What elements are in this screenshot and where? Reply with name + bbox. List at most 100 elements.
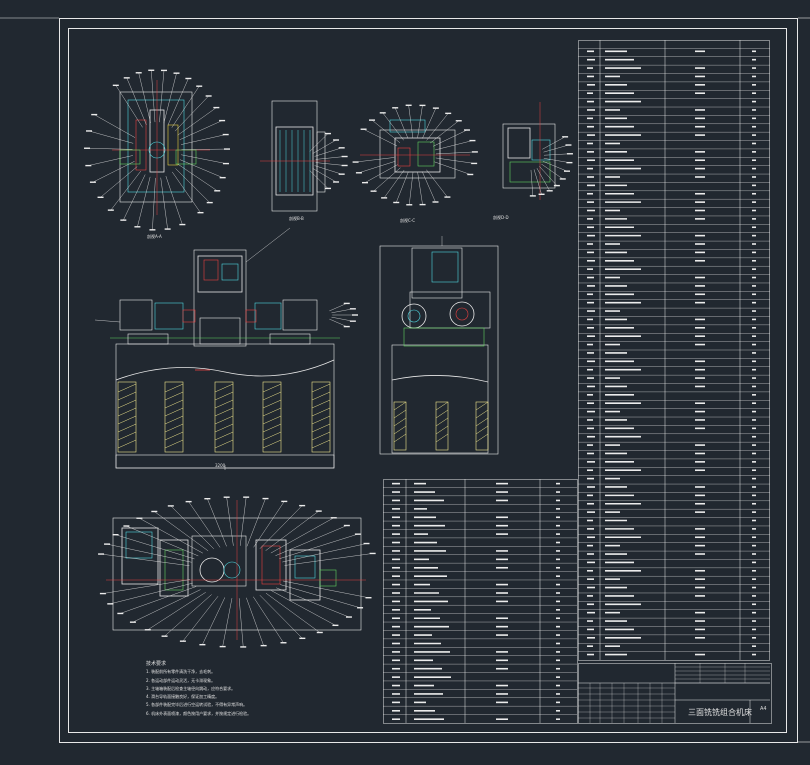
drawing-line [164, 391, 184, 401]
drawing-line [309, 133, 329, 152]
drawing-line [262, 439, 282, 449]
drawing-line [147, 592, 206, 630]
drawing-line [164, 423, 184, 433]
drawing-line [435, 433, 449, 443]
drawing-line [163, 73, 177, 124]
drawing-line [315, 162, 345, 166]
drawing-rect [119, 149, 141, 165]
drawing-rect [255, 539, 287, 591]
drawing-rect [119, 299, 153, 331]
drawing-line [282, 543, 367, 563]
drawing-rect [282, 299, 318, 331]
drawing-line [138, 72, 151, 124]
drawing-line [543, 144, 569, 153]
drawing-line [435, 140, 473, 151]
drawing-line [280, 584, 361, 608]
drawing-line [262, 407, 282, 417]
drawing-line [435, 425, 449, 435]
drawing-line [475, 409, 489, 419]
drawing-line [408, 105, 413, 138]
drawing-line [167, 78, 189, 126]
drawing-line [364, 164, 398, 183]
drawing-line [312, 168, 337, 183]
drawing-rect [125, 531, 153, 559]
drawing-line [282, 580, 369, 598]
drawing-rect [197, 255, 243, 293]
drawing-circle [449, 301, 475, 327]
drawing-line [393, 433, 407, 443]
drawing-line [396, 171, 409, 203]
drawing-rect [393, 401, 407, 451]
drawing-line [174, 95, 209, 132]
drawing-rect [193, 249, 247, 347]
drawing-line [475, 417, 489, 427]
drawing-line [207, 498, 227, 547]
drawing-line [117, 407, 137, 417]
side-view [379, 236, 499, 455]
drawing-line [262, 399, 282, 409]
bed-break-line [115, 359, 335, 381]
drawing-line [382, 112, 404, 141]
drawing-line [180, 134, 226, 145]
note-line: 3. 主轴箱装配后检查主轴径向跳动，应符合要求。 [146, 685, 236, 691]
drawing-line [123, 174, 146, 221]
drawing-rect [475, 401, 489, 451]
drawing-line [214, 391, 234, 401]
section-label-b: 剖视B-B [289, 216, 304, 221]
drawing-rect [507, 127, 531, 159]
drawing-circle [407, 309, 421, 323]
drawing-rect [509, 161, 551, 183]
drawing-rect [245, 309, 257, 323]
note-line: 5. 各部件装配完毕后进行空运转试验，不得有异常声响。 [146, 702, 248, 708]
drawing-circle [199, 557, 225, 583]
drawing-line [475, 425, 489, 435]
drawing-line [363, 129, 398, 147]
drawing-line [311, 407, 331, 417]
drawing-circle [401, 303, 427, 329]
drawing-rect [379, 245, 499, 455]
drawing-line [181, 154, 227, 164]
drawing-line [539, 166, 558, 186]
drawing-line [279, 533, 358, 559]
drawing-line [117, 391, 137, 401]
drawing-line [434, 161, 471, 175]
drawing-line [435, 417, 449, 427]
drawing-line [117, 415, 137, 425]
drawing-line [393, 401, 407, 411]
drawing-line [331, 316, 353, 322]
section-view-dd [502, 102, 573, 200]
drawing-rect [154, 302, 184, 330]
drawing-circle [148, 141, 166, 159]
drawing-line [417, 105, 423, 138]
drawing-line [214, 439, 234, 449]
drawing-line [355, 157, 395, 163]
drawing-line [262, 391, 282, 401]
drawing-line [331, 308, 353, 314]
drawing-line [160, 177, 168, 230]
drawing-rect [214, 381, 234, 453]
drawing-rect [389, 119, 426, 133]
drawing-rect [167, 124, 179, 166]
drawing-line [175, 168, 210, 203]
drawing-line [309, 170, 329, 189]
drawing-rect [159, 539, 189, 597]
drawing-line [543, 153, 570, 156]
drawing-rect [294, 555, 316, 579]
drawing-line [542, 136, 566, 150]
drawing-line [226, 497, 234, 546]
drawing-line [100, 166, 138, 198]
drawing-line [170, 505, 214, 550]
drawing-title: 三面铣铣组合机床 [688, 708, 752, 717]
drawing-line [177, 164, 218, 191]
drawing-line [262, 415, 282, 425]
drawing-line [311, 439, 331, 449]
drawing-rect [411, 247, 463, 299]
drawing-circle [455, 307, 469, 321]
drawing-rect [135, 119, 147, 171]
drawing-rect [254, 302, 282, 330]
drawing-rect [269, 333, 311, 345]
drawing-line [177, 107, 217, 136]
drawing-line [94, 114, 136, 138]
drawing-line [214, 423, 234, 433]
